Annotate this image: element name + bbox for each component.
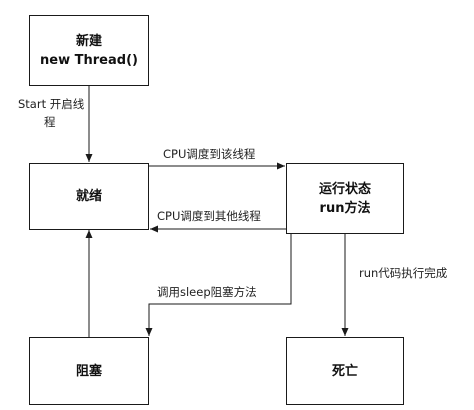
state-blocked-name: 阻塞 bbox=[75, 363, 102, 379]
label-call-sleep: 调用sleep阻塞方法 bbox=[157, 285, 257, 299]
state-running-name: 运行状态 bbox=[318, 181, 371, 197]
label-cpu-schedule-other: CPU调度到其他线程 bbox=[157, 209, 261, 223]
state-dead-name: 死亡 bbox=[331, 363, 358, 379]
state-ready-name: 就绪 bbox=[75, 189, 102, 204]
state-running-method: run方法 bbox=[319, 200, 371, 216]
state-new-code: new Thread() bbox=[40, 52, 138, 68]
arrow-running-to-blocked bbox=[145, 234, 292, 336]
label-start: Start 开启线 程 bbox=[18, 95, 84, 131]
label-start-line2: 程 bbox=[44, 115, 56, 129]
label-cpu-schedule-this: CPU调度到该线程 bbox=[163, 147, 256, 161]
state-running: 运行状态 run方法 bbox=[286, 163, 404, 234]
label-run-finished: run代码执行完成 bbox=[359, 266, 448, 280]
state-dead: 死亡 bbox=[286, 337, 404, 405]
state-blocked: 阻塞 bbox=[29, 337, 149, 405]
label-start-line1: Start 开启线 bbox=[18, 97, 85, 111]
state-new-name: 新建 bbox=[75, 33, 102, 49]
state-ready: 就绪 bbox=[29, 163, 149, 230]
state-new: 新建 new Thread() bbox=[29, 15, 149, 86]
